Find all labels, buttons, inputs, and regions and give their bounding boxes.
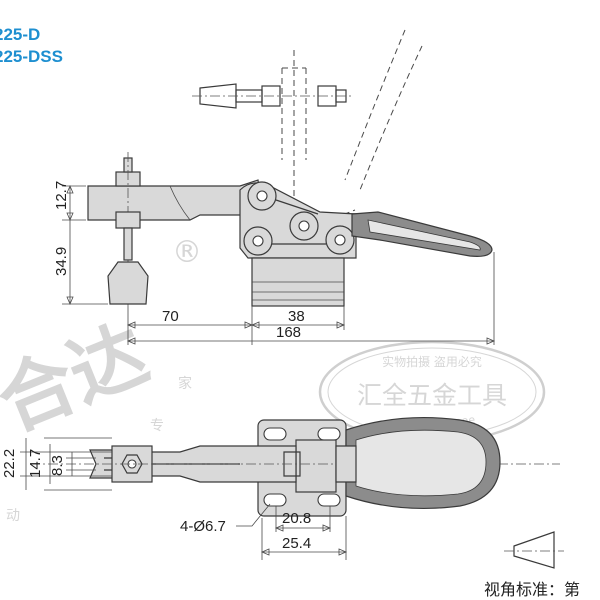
seal-top-text: 实物拍摄 盗用必究 [382,354,482,369]
dim-base-width: 25.4 [282,535,311,552]
watermark-char: 动 [6,508,20,524]
mounting-hole [317,493,341,507]
dim-arm-height: 12.7 [53,181,70,210]
model-name-secondary: 225-DSS [0,47,63,66]
mounting-base [251,257,345,307]
dim-reach: 70 [162,308,179,325]
projection-symbol [504,531,564,569]
dim-base-height: 22.2 [1,449,18,478]
dim-mounting-holes: 4-Ø6.7 [180,518,226,535]
top-dimension-lines [20,437,348,560]
model-name-primary: 225-D [0,25,40,44]
dim-slot-inner: 8.3 [49,455,66,476]
watermark: 合达 ® 家 专 动 [0,235,202,524]
dim-overall-length: 168 [276,324,301,341]
spindle-assembly [107,152,149,306]
dim-base-length: 38 [288,308,305,325]
side-view [87,29,493,307]
dim-slot-outer: 14.7 [27,449,44,478]
registered-mark: ® [172,235,202,270]
mounting-hole [263,493,287,507]
mounting-hole [263,427,287,441]
mounting-hole [317,427,341,441]
watermark-char: 专 [150,418,164,434]
clamp-arm [87,179,263,221]
side-dimension-lines [62,184,496,345]
open-position-outline [261,29,423,221]
projection-label: 视角标准：第 [484,580,580,599]
dim-spindle-height: 34.9 [53,247,70,276]
open-position-spindle [192,83,352,109]
link-mechanism [239,181,357,259]
seal-main-text: 汇全五金工具 [357,381,507,410]
dim-hole-spacing: 20.8 [282,510,311,527]
watermark-char: 家 [178,375,192,392]
top-view [30,416,560,517]
handle-grip [351,211,493,257]
watermark-brand-text: 合达 [0,308,160,447]
